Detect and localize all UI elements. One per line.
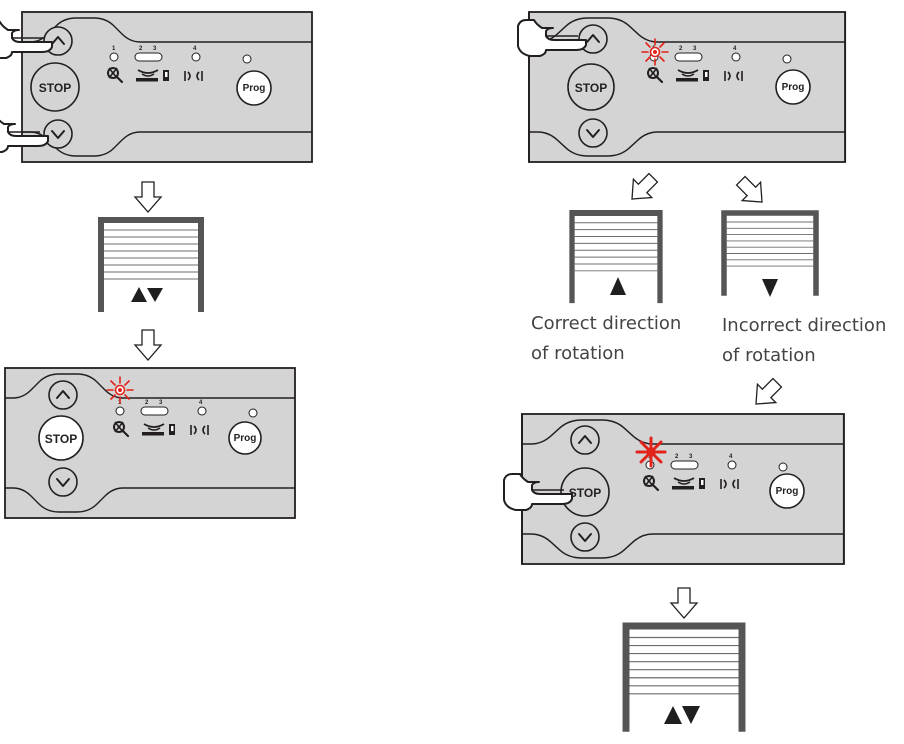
down-button[interactable] (578, 118, 608, 148)
led-flash-icon (106, 376, 134, 404)
led-blink-icon (635, 436, 667, 468)
svg-text:Prog: Prog (243, 83, 266, 94)
svg-text:Prog: Prog (776, 486, 799, 497)
up-button[interactable] (570, 425, 600, 455)
caption-line: of rotation (531, 343, 625, 364)
flow-arrow-icon (134, 329, 162, 361)
svg-text:STOP: STOP (45, 432, 77, 446)
correct-direction-caption: Correct direction of rotation (531, 309, 681, 369)
down-button[interactable] (570, 522, 600, 552)
panel-press-up-and-down: STOP Prog (21, 11, 313, 163)
flow-arrow-icon (134, 181, 162, 213)
stop-button[interactable]: STOP (560, 467, 610, 517)
panel-press-stop: STOP Prog (521, 413, 845, 565)
svg-text:STOP: STOP (39, 81, 71, 95)
stop-button[interactable]: STOP (567, 63, 615, 111)
rolling-door (626, 626, 742, 732)
caption-line: Incorrect direction (722, 315, 887, 336)
stop-button[interactable]: STOP (38, 415, 84, 461)
flow-arrow-down-left-icon (622, 167, 664, 209)
rolling-door (101, 220, 201, 312)
down-button[interactable] (43, 119, 73, 149)
svg-text:Prog: Prog (234, 433, 257, 444)
up-button[interactable] (48, 380, 78, 410)
panel-led-flashing: STOP Prog (4, 367, 296, 519)
down-button[interactable] (48, 467, 78, 497)
stop-button[interactable]: STOP (30, 62, 80, 112)
svg-text:STOP: STOP (569, 486, 601, 500)
prog-button[interactable]: Prog (769, 473, 805, 509)
flow-arrow-down-left-icon (746, 372, 788, 414)
rolling-door-correct (572, 213, 660, 303)
incorrect-direction-caption: Incorrect direction of rotation (722, 311, 886, 371)
caption-line: of rotation (722, 345, 816, 366)
panel-press-up: STOP Prog (528, 11, 847, 163)
prog-button[interactable]: Prog (228, 421, 262, 455)
prog-button[interactable]: Prog (775, 69, 811, 105)
rolling-door-incorrect (724, 213, 816, 297)
caption-line: Correct direction (531, 313, 682, 334)
svg-text:STOP: STOP (575, 81, 607, 95)
flow-arrow-icon (670, 587, 698, 619)
led-flash-icon (641, 38, 669, 66)
svg-text:Prog: Prog (782, 82, 805, 93)
prog-button[interactable]: Prog (236, 70, 272, 106)
flow-arrow-down-right-icon (730, 170, 772, 212)
